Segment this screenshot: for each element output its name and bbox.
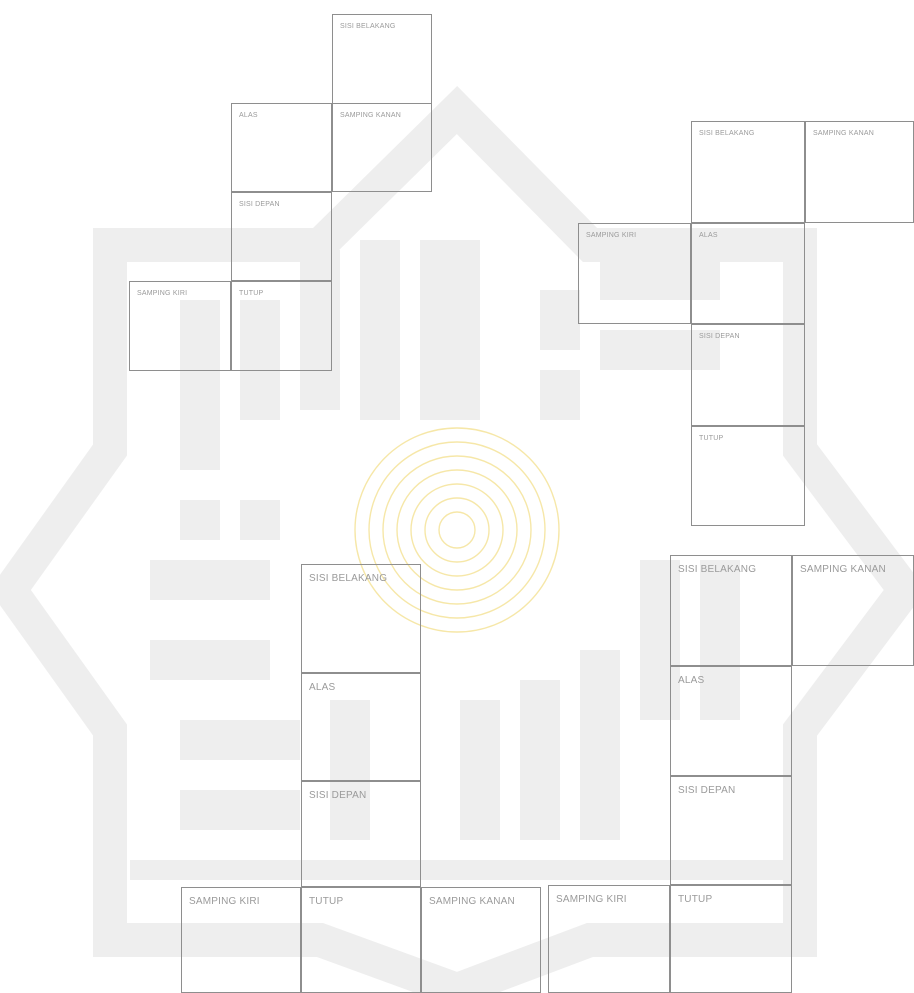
face-tutup: TUTUP: [670, 885, 792, 993]
face-alas: ALAS: [670, 666, 792, 776]
face-sisi-depan: SISI DEPAN: [670, 776, 792, 885]
face-label: SAMPING KANAN: [800, 564, 886, 575]
face-label: SISI BELAKANG: [678, 564, 756, 575]
face-label: SAMPING KIRI: [556, 894, 627, 905]
face-sisi-belakang: SISI BELAKANG: [670, 555, 792, 666]
face-label: TUTUP: [678, 894, 712, 905]
face-label: ALAS: [678, 675, 704, 686]
face-label: SISI DEPAN: [678, 785, 735, 796]
face-samping-kanan: SAMPING KANAN: [792, 555, 914, 666]
face-samping-kiri: SAMPING KIRI: [548, 885, 670, 993]
